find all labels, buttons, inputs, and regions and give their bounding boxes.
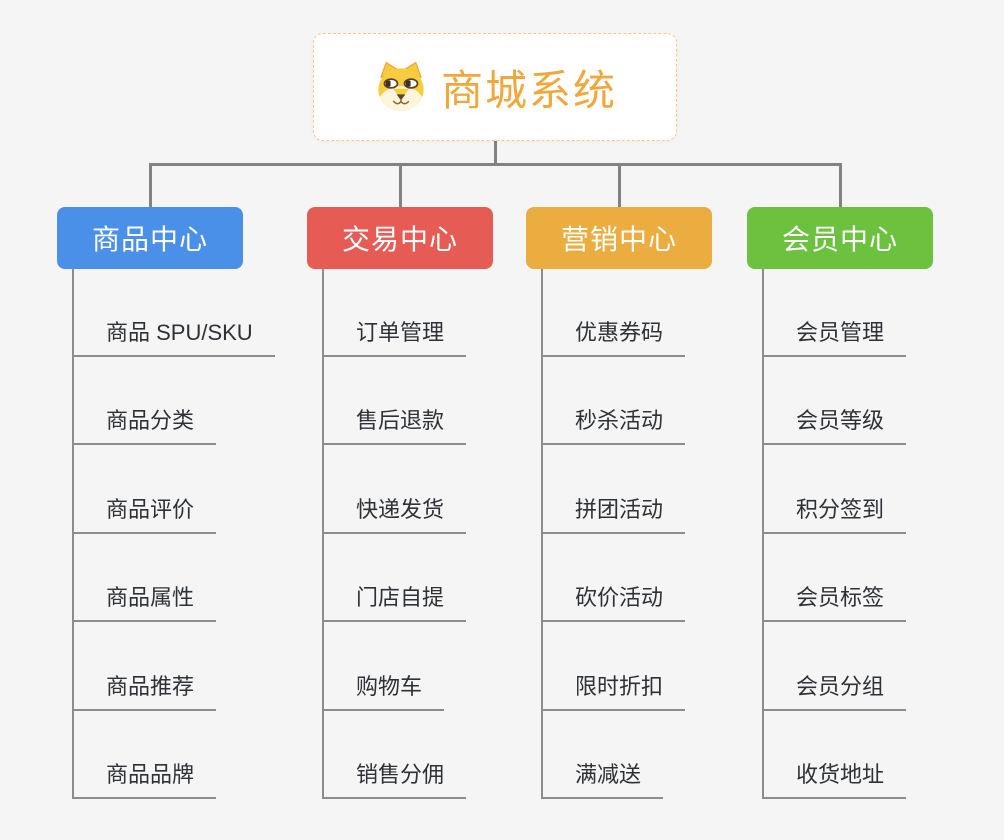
- sub-topic-label: 订单管理: [356, 320, 445, 345]
- sub-topic-label: 拼团活动: [575, 497, 664, 522]
- sub-topic[interactable]: 砍价活动: [541, 583, 686, 622]
- branch-label: 商品中心: [91, 224, 208, 255]
- sub-topic-label: 会员等级: [796, 408, 885, 433]
- sub-topic-label: 秒杀活动: [575, 408, 664, 433]
- sub-topic-label: 限时折扣: [575, 674, 664, 699]
- sub-topic[interactable]: 订单管理: [322, 318, 467, 357]
- root-node[interactable]: 商城系统: [313, 33, 677, 141]
- sub-topic[interactable]: 商品分类: [72, 406, 217, 445]
- root-title: 商城系统: [440, 66, 617, 114]
- sub-topic[interactable]: 会员管理: [762, 318, 907, 357]
- sub-topic-label: 售后退款: [356, 408, 445, 433]
- sub-topic[interactable]: 拼团活动: [541, 495, 686, 534]
- branch-node[interactable]: 营销中心: [526, 207, 712, 269]
- sub-topic[interactable]: 限时折扣: [541, 672, 686, 711]
- sub-topic-label: 快递发货: [356, 497, 445, 522]
- branch-label: 营销中心: [560, 224, 677, 255]
- branch-trunk-line: [762, 269, 764, 799]
- sub-topic[interactable]: 会员分组: [762, 672, 907, 711]
- sub-topic-label: 购物车: [356, 674, 423, 699]
- sub-topic-label: 收货地址: [796, 762, 885, 787]
- sub-topic-label: 商品 SPU/SKU: [106, 320, 253, 345]
- sub-topic[interactable]: 会员标签: [762, 583, 907, 622]
- sub-topic-label: 优惠券码: [575, 320, 664, 345]
- sub-topic[interactable]: 商品属性: [72, 583, 217, 622]
- sub-topic-label: 商品推荐: [106, 674, 195, 699]
- branch-trunk-line: [322, 269, 324, 799]
- sub-topic[interactable]: 会员等级: [762, 406, 907, 445]
- sub-topic[interactable]: 门店自提: [322, 583, 467, 622]
- connector-stem: [493, 141, 497, 166]
- sub-topic[interactable]: 售后退款: [322, 406, 467, 445]
- sub-topic[interactable]: 商品评价: [72, 495, 217, 534]
- sub-topic-label: 销售分佣: [356, 762, 445, 787]
- sub-topic[interactable]: 商品推荐: [72, 672, 217, 711]
- branch-node[interactable]: 交易中心: [307, 207, 493, 269]
- sub-topic[interactable]: 购物车: [322, 672, 445, 711]
- connector-drop: [148, 163, 152, 207]
- branch-trunk-line: [72, 269, 74, 799]
- sub-topic-label: 砍价活动: [575, 585, 664, 610]
- sub-topic-label: 门店自提: [356, 585, 445, 610]
- connector-rail: [148, 163, 842, 166]
- sub-topic-label: 会员分组: [796, 674, 885, 699]
- sub-topic[interactable]: 收货地址: [762, 760, 907, 799]
- dog-face-icon: [373, 60, 429, 114]
- sub-topic-label: 满减送: [575, 762, 642, 787]
- sub-topic[interactable]: 销售分佣: [322, 760, 467, 799]
- sub-topic-label: 会员管理: [796, 320, 885, 345]
- branch-trunk-line: [541, 269, 543, 799]
- sub-topic[interactable]: 商品品牌: [72, 760, 217, 799]
- sub-topic[interactable]: 商品 SPU/SKU: [72, 318, 275, 357]
- connector-drop: [398, 163, 402, 207]
- connector-drop: [617, 163, 621, 207]
- sub-topic-label: 积分签到: [796, 497, 885, 522]
- branch-label: 会员中心: [781, 224, 898, 255]
- sub-topic[interactable]: 优惠券码: [541, 318, 686, 357]
- sub-topic-label: 商品属性: [106, 585, 195, 610]
- sub-topic-label: 商品分类: [106, 408, 195, 433]
- branch-label: 交易中心: [341, 224, 458, 255]
- connector-drop: [838, 163, 842, 207]
- sub-topic[interactable]: 积分签到: [762, 495, 907, 534]
- sub-topic-label: 商品评价: [106, 497, 195, 522]
- sub-topic-label: 商品品牌: [106, 762, 195, 787]
- sub-topic-label: 会员标签: [796, 585, 885, 610]
- branch-node[interactable]: 商品中心: [57, 207, 243, 269]
- sub-topic[interactable]: 满减送: [541, 760, 664, 799]
- branch-node[interactable]: 会员中心: [747, 207, 933, 269]
- sub-topic[interactable]: 快递发货: [322, 495, 467, 534]
- sub-topic[interactable]: 秒杀活动: [541, 406, 686, 445]
